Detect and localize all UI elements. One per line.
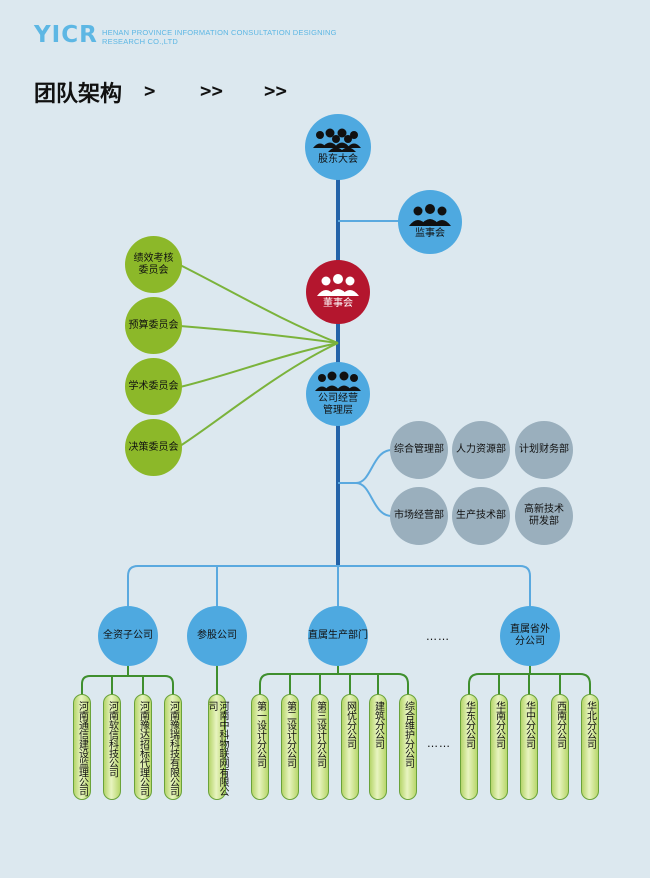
department-label: 综合管理部 <box>394 444 444 455</box>
subsidiary-pill: 河南中科物联网有限公司 <box>206 694 228 800</box>
company-name: HENAN PROVINCE INFORMATION CONSULTATION … <box>102 28 337 46</box>
department-node: 计划财务部 <box>515 421 573 479</box>
subsidiary-label: 河南豫达招标代理公司 <box>137 701 149 796</box>
group-people-icon <box>313 128 361 152</box>
group-node-out-of-province: 直属省外 分公司 <box>500 606 560 666</box>
logo-yicr: YICR <box>34 22 98 48</box>
subsidiary-pill: 网优分公司 <box>341 694 359 800</box>
double-chevron-right-icon: >> <box>200 80 223 102</box>
management-node: 公司经营 管理层 <box>306 362 370 426</box>
subsidiary-label: 华南分公司 <box>493 701 505 749</box>
committee-node: 学术委员会 <box>125 358 182 415</box>
management-label-line1: 公司经营 <box>318 393 358 404</box>
subsidiary-label: 网优分公司 <box>344 701 356 749</box>
subsidiary-label: 第二设计分公司 <box>284 701 296 768</box>
page-title: 团队架构 <box>34 82 123 107</box>
subsidiary-pill: 第一设计分公司 <box>251 694 269 800</box>
company-name-line2: RESEARCH CO.,LTD <box>102 37 178 46</box>
group-label: 直属省外 <box>510 624 550 635</box>
subsidiary-pill: 建筑分公司 <box>369 694 387 800</box>
management-label-line2: 管理层 <box>323 405 353 416</box>
subsidiary-label: 华中分公司 <box>523 701 535 749</box>
committee-label: 委员会 <box>138 264 169 276</box>
subsidiary-pill: 综合维护分公司 <box>399 694 417 800</box>
supervisors-label: 监事会 <box>415 228 445 239</box>
department-node: 生产技术部 <box>452 487 510 545</box>
department-label: 研发部 <box>529 516 559 527</box>
subsidiary-label: 第三设计分公司 <box>314 701 326 768</box>
group-ellipsis: …… <box>426 630 450 643</box>
subsidiary-label: 综合维护分公司 <box>402 701 414 768</box>
subsidiary-label: 华东分公司 <box>463 701 475 749</box>
department-label: 高新技术 <box>524 504 564 515</box>
group-label: 直属生产部门 <box>308 630 368 641</box>
department-label: 人力资源部 <box>456 444 506 455</box>
committee-label: 预算委员会 <box>128 319 179 331</box>
subsidiary-pill: 河南通信建设监理公司 <box>73 694 91 800</box>
department-node: 综合管理部 <box>390 421 448 479</box>
committee-label: 学术委员会 <box>128 380 179 392</box>
subsidiary-pill: 华中分公司 <box>520 694 538 800</box>
subsidiary-label: 建筑分公司 <box>372 701 384 749</box>
committee-connector <box>179 342 339 388</box>
shareholders-node: 股东大会 <box>305 114 371 180</box>
group-people-icon <box>317 274 359 296</box>
department-label: 市场经营部 <box>394 510 444 521</box>
subsidiary-pill: 西南分公司 <box>551 694 569 800</box>
double-chevron-right-icon: >> <box>264 80 287 102</box>
committee-connector <box>179 325 339 344</box>
group-people-icon <box>315 371 361 391</box>
subsidiary-pill: 河南豫达招标代理公司 <box>134 694 152 800</box>
subsidiary-label: 河南通信建设监理公司 <box>76 701 88 796</box>
group-bus-connector <box>127 565 531 612</box>
department-connector <box>338 449 393 484</box>
subsidiary-pill: 华东分公司 <box>460 694 478 800</box>
subsidiary-connector <box>81 675 174 696</box>
supervisors-node: 监事会 <box>398 190 462 254</box>
shareholders-label: 股东大会 <box>318 154 358 165</box>
committee-node: 预算委员会 <box>125 297 182 354</box>
group-node-production: 直属生产部门 <box>308 606 368 666</box>
subsidiary-label: 河南豫瑞科技有限公司 <box>167 701 179 796</box>
group-node-wholly-owned: 全资子公司 <box>98 606 158 666</box>
committee-node: 决策委员会 <box>125 419 182 476</box>
department-label: 计划财务部 <box>519 444 569 455</box>
subsidiary-label: 西南分公司 <box>554 701 566 749</box>
group-label: 全资子公司 <box>103 630 153 641</box>
subsidiary-pill: 华北分公司 <box>581 694 599 800</box>
chevron-right-icon: > <box>144 80 156 102</box>
pill-ellipsis: …… <box>427 737 451 750</box>
department-node: 市场经营部 <box>390 487 448 545</box>
board-node: 董事会 <box>306 260 370 324</box>
committee-connector <box>179 264 339 344</box>
subsidiary-label: 河南中科物联网有限公司 <box>206 701 228 796</box>
department-connector <box>338 482 393 517</box>
group-people-icon <box>409 204 451 226</box>
company-name-line1: HENAN PROVINCE INFORMATION CONSULTATION … <box>102 28 337 37</box>
subsidiary-label: 河南软信科技公司 <box>106 701 118 777</box>
board-label: 董事会 <box>323 298 353 309</box>
subsidiary-pill: 河南软信科技公司 <box>103 694 121 800</box>
department-label: 生产技术部 <box>456 510 506 521</box>
subsidiary-label: 华北分公司 <box>584 701 596 749</box>
subsidiary-pill: 河南豫瑞科技有限公司 <box>164 694 182 800</box>
department-node: 高新技术 研发部 <box>515 487 573 545</box>
department-node: 人力资源部 <box>452 421 510 479</box>
subsidiary-pill: 第二设计分公司 <box>281 694 299 800</box>
committee-label: 决策委员会 <box>128 441 179 453</box>
committee-node: 绩效考核 委员会 <box>125 236 182 293</box>
committee-label: 绩效考核 <box>133 252 174 264</box>
committee-connector <box>179 342 339 447</box>
group-label: 参股公司 <box>197 630 237 641</box>
subsidiary-pill: 第三设计分公司 <box>311 694 329 800</box>
subsidiary-pill: 华南分公司 <box>490 694 508 800</box>
subsidiary-connector <box>259 673 409 696</box>
group-label: 分公司 <box>515 636 545 647</box>
group-node-equity: 参股公司 <box>187 606 247 666</box>
subsidiary-label: 第一设计分公司 <box>254 701 266 768</box>
